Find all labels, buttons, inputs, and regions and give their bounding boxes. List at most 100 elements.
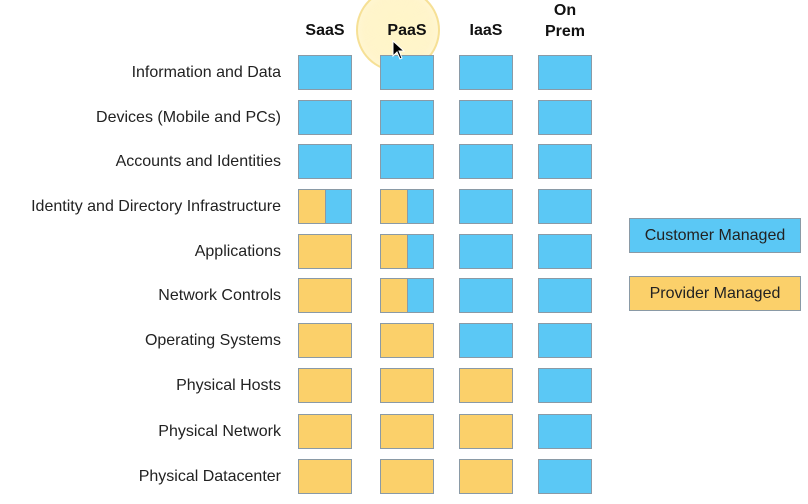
customer-managed-segment — [539, 415, 591, 448]
row-label: Identity and Directory Infrastructure — [31, 198, 281, 215]
grid-cell — [298, 100, 352, 135]
legend-provider-label: Provider Managed — [649, 284, 781, 302]
grid-cell — [298, 278, 352, 313]
mouse-pointer-icon — [392, 40, 406, 60]
customer-managed-segment — [539, 56, 591, 89]
legend-customer-label: Customer Managed — [644, 226, 786, 244]
grid-cell — [298, 55, 352, 90]
customer-managed-segment — [539, 101, 591, 134]
customer-managed-segment — [460, 56, 512, 89]
customer-managed-segment — [460, 101, 512, 134]
grid-cell — [380, 189, 434, 224]
customer-managed-segment — [539, 145, 591, 178]
grid-cell — [538, 278, 592, 313]
provider-managed-segment — [381, 190, 408, 223]
customer-managed-segment — [460, 145, 512, 178]
row-label: Devices (Mobile and PCs) — [96, 109, 281, 126]
grid-cell — [380, 414, 434, 449]
row-label: Information and Data — [131, 64, 281, 81]
grid-cell — [538, 234, 592, 269]
grid-cell — [298, 459, 352, 494]
grid-cell — [380, 323, 434, 358]
column-header-2: IaaS — [469, 22, 503, 39]
grid-cell — [298, 189, 352, 224]
customer-managed-segment — [460, 324, 512, 357]
customer-managed-segment — [460, 190, 512, 223]
customer-managed-segment — [299, 101, 351, 134]
grid-cell — [538, 459, 592, 494]
customer-managed-segment — [326, 190, 351, 223]
grid-cell — [538, 368, 592, 403]
grid-cell — [538, 323, 592, 358]
grid-cell — [380, 100, 434, 135]
grid-cell — [380, 144, 434, 179]
grid-cell — [538, 55, 592, 90]
provider-managed-segment — [299, 235, 351, 268]
legend-provider-managed: Provider Managed — [629, 276, 801, 311]
row-label: Operating Systems — [144, 332, 281, 349]
grid-cell — [459, 278, 513, 313]
customer-managed-segment — [539, 460, 591, 493]
provider-managed-segment — [460, 460, 512, 493]
grid-cell — [459, 368, 513, 403]
grid-cell — [380, 278, 434, 313]
grid-cell — [380, 234, 434, 269]
grid-cell — [459, 55, 513, 90]
row-label: Physical Hosts — [176, 377, 281, 394]
provider-managed-segment — [299, 279, 351, 312]
customer-managed-segment — [381, 145, 433, 178]
grid-cell — [380, 368, 434, 403]
provider-managed-segment — [299, 369, 351, 402]
row-label: Network Controls — [158, 287, 281, 304]
provider-managed-segment — [381, 460, 433, 493]
customer-managed-segment — [408, 279, 433, 312]
customer-managed-segment — [460, 279, 512, 312]
grid-cell — [538, 144, 592, 179]
provider-managed-segment — [299, 415, 351, 448]
customer-managed-segment — [460, 235, 512, 268]
grid-cell — [298, 144, 352, 179]
grid-cell — [459, 234, 513, 269]
grid-cell — [459, 459, 513, 494]
customer-managed-segment — [408, 235, 433, 268]
grid-cell — [459, 100, 513, 135]
customer-managed-segment — [299, 56, 351, 89]
customer-managed-segment — [539, 190, 591, 223]
grid-cell — [459, 189, 513, 224]
customer-managed-segment — [381, 56, 433, 89]
customer-managed-segment — [539, 369, 591, 402]
provider-managed-segment — [381, 415, 433, 448]
grid-cell — [459, 323, 513, 358]
row-label: Physical Datacenter — [138, 468, 281, 485]
provider-managed-segment — [460, 415, 512, 448]
grid-cell — [298, 323, 352, 358]
provider-managed-segment — [381, 324, 433, 357]
customer-managed-segment — [539, 279, 591, 312]
grid-cell — [380, 55, 434, 90]
grid-cell — [459, 144, 513, 179]
customer-managed-segment — [539, 324, 591, 357]
grid-cell — [298, 368, 352, 403]
customer-managed-segment — [299, 145, 351, 178]
grid-cell — [538, 189, 592, 224]
legend-customer-managed: Customer Managed — [629, 218, 801, 253]
provider-managed-segment — [381, 369, 433, 402]
column-header-0: SaaS — [305, 22, 345, 39]
row-label: Physical Network — [158, 423, 281, 440]
customer-managed-segment — [539, 235, 591, 268]
provider-managed-segment — [299, 190, 326, 223]
provider-managed-segment — [299, 460, 351, 493]
grid-cell — [298, 414, 352, 449]
provider-managed-segment — [460, 369, 512, 402]
grid-cell — [459, 414, 513, 449]
grid-cell — [538, 100, 592, 135]
customer-managed-segment — [408, 190, 433, 223]
column-header-3: On Prem — [544, 2, 586, 40]
row-label: Accounts and Identities — [115, 153, 281, 170]
customer-managed-segment — [381, 101, 433, 134]
grid-cell — [298, 234, 352, 269]
provider-managed-segment — [299, 324, 351, 357]
grid-cell — [380, 459, 434, 494]
row-label: Applications — [194, 243, 281, 260]
provider-managed-segment — [381, 279, 408, 312]
